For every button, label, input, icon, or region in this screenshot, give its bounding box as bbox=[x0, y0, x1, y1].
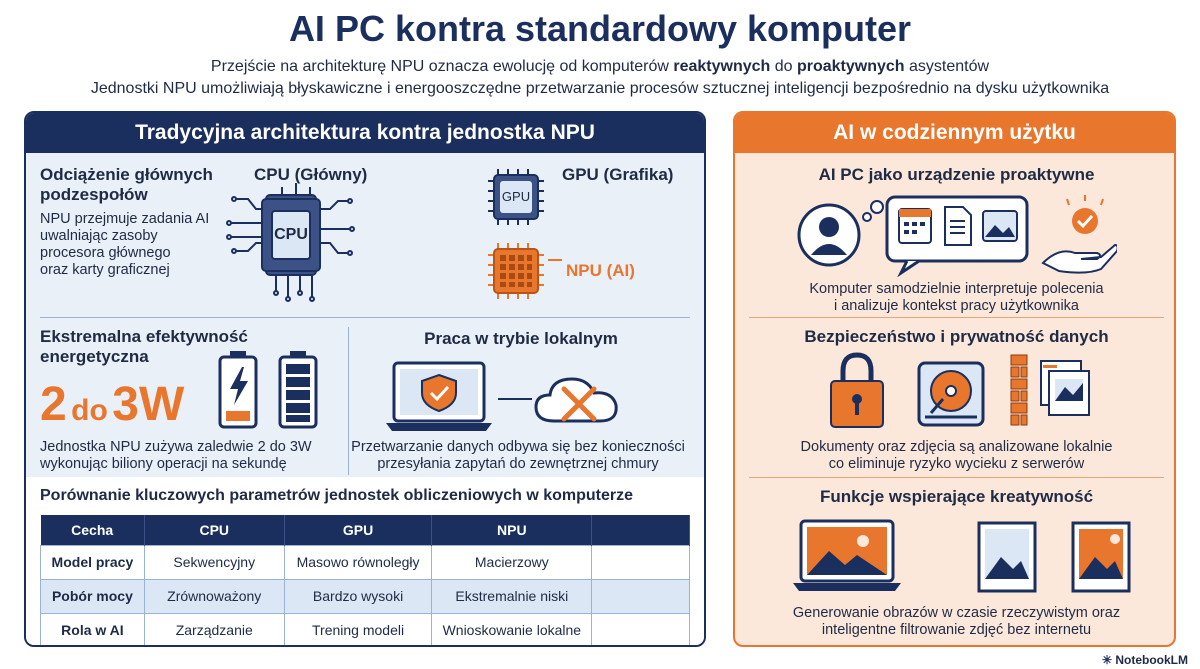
table-cell: Zarządzanie bbox=[143, 612, 285, 645]
efficiency-big-unit: 3W bbox=[112, 378, 185, 431]
subtitle-text: asystentów bbox=[904, 58, 990, 75]
creative-text: Generowanie obrazów w czasie rzeczywisty… bbox=[735, 605, 1174, 639]
creative-heading: Funkcje wspierające kreatywność bbox=[819, 487, 1094, 506]
offload-text-line: oraz karty graficznej bbox=[40, 262, 170, 278]
creative-icons bbox=[793, 519, 1131, 593]
table-header-cell: CPU bbox=[144, 515, 285, 545]
efficiency-heading: Ekstremalna efektywność energetyczna bbox=[40, 327, 248, 367]
table-cell bbox=[591, 544, 690, 580]
page-title: AI PC kontra standardowy komputer bbox=[288, 8, 912, 49]
table-title: Porównanie kluczowych parametrów jednost… bbox=[40, 487, 634, 504]
security-text: Dokumenty oraz zdjęcia są analizowane lo… bbox=[735, 439, 1174, 473]
table-cell bbox=[591, 612, 690, 645]
offload-heading: Odciążenie głównych podzespołów bbox=[40, 165, 213, 205]
security-text-line: co eliminuje ryzyko wycieku z serwerów bbox=[828, 456, 1085, 472]
gpu-label: GPU (Grafika) bbox=[562, 165, 674, 184]
subtitle-text: Przejście na architekturę NPU oznacza ew… bbox=[210, 58, 674, 75]
table-cell: Sekwencyjny bbox=[143, 544, 285, 580]
table-cell: Wnioskowanie lokalne bbox=[431, 612, 593, 645]
proactive-text-line: Komputer samodzielnie interpretuje polec… bbox=[809, 281, 1104, 297]
offload-heading-line: Odciążenie głównych bbox=[40, 165, 213, 184]
cpu-label: CPU (Główny) bbox=[254, 165, 368, 184]
gpu-chip-icon bbox=[488, 169, 544, 225]
offload-text-line: procesora głównego bbox=[40, 245, 171, 261]
notebooklm-logo: ✳ NotebookLM bbox=[1102, 653, 1188, 667]
efficiency-text-line: wykonując biliony operacji na sekundę bbox=[40, 456, 287, 472]
notebooklm-logo-text: NotebookLM bbox=[1115, 653, 1188, 667]
table-header-cell: Cecha bbox=[40, 515, 145, 545]
efficiency-heading-line: energetyczna bbox=[40, 347, 149, 366]
local-processing-icons bbox=[386, 361, 618, 431]
cpu-chip-icon bbox=[226, 183, 355, 302]
table-row: Rola w AI Zarządzanie Trening modeli Wni… bbox=[40, 612, 690, 645]
section-divider bbox=[348, 327, 349, 475]
proactive-text-line: i analizuje kontekst pracy użytkownika bbox=[833, 298, 1079, 314]
left-panel: Tradycyjna architektura kontra jednostka… bbox=[24, 111, 706, 647]
table-cell: Model pracy bbox=[40, 544, 145, 580]
local-text-line: Przetwarzanie danych odbywa się bez koni… bbox=[351, 439, 685, 455]
efficiency-text: Jednostka NPU zużywa zaledwie 2 do 3W wy… bbox=[40, 439, 312, 473]
table-header-cell: NPU bbox=[431, 515, 593, 545]
battery-icons bbox=[218, 351, 318, 429]
table-cell: Masowo równoległy bbox=[283, 544, 433, 580]
efficiency-text-line: Jednostka NPU zużywa zaledwie 2 do 3W bbox=[40, 439, 312, 455]
subtitle-bold-proactive: proaktywnych bbox=[796, 58, 905, 75]
security-heading: Bezpieczeństwo i prywatność danych bbox=[804, 327, 1109, 346]
proactive-heading: AI PC jako urządzenie proaktywne bbox=[818, 165, 1095, 184]
efficiency-big-word: do bbox=[71, 394, 108, 427]
section-divider bbox=[749, 477, 1164, 478]
local-heading: Praca w trybie lokalnym bbox=[424, 329, 618, 348]
local-text: Przetwarzanie danych odbywa się bez koni… bbox=[348, 439, 688, 473]
table-header-cell bbox=[591, 515, 690, 545]
efficiency-big-value: 2 do 3W bbox=[40, 377, 184, 432]
subtitle-line-2: Jednostki NPU umożliwiają błyskawiczne i… bbox=[90, 80, 1110, 97]
offload-text: NPU przejmuje zadania AI uwalniając zaso… bbox=[40, 211, 209, 279]
security-icons bbox=[830, 352, 1090, 428]
table-cell: Macierzowy bbox=[431, 544, 593, 580]
gpu-chip-label: GPU bbox=[501, 189, 531, 204]
offload-text-line: NPU przejmuje zadania AI bbox=[40, 211, 210, 227]
subtitle-bold-reactive: reaktywnych bbox=[673, 58, 771, 75]
npu-connector bbox=[548, 259, 562, 261]
table-row: Model pracy Sekwencyjny Masowo równoległ… bbox=[40, 544, 690, 580]
table-header-row: Cecha CPU GPU NPU bbox=[40, 515, 690, 545]
offload-heading-line: podzespołów bbox=[40, 185, 148, 204]
table-cell: Rola w AI bbox=[40, 612, 145, 645]
section-divider bbox=[40, 317, 690, 318]
table-cell bbox=[591, 578, 690, 614]
offload-text-line: uwalniając zasoby bbox=[40, 228, 158, 244]
security-text-line: Dokumenty oraz zdjęcia są analizowane lo… bbox=[800, 439, 1113, 455]
efficiency-heading-line: Ekstremalna efektywność bbox=[40, 327, 248, 346]
npu-chip-icon bbox=[488, 243, 544, 299]
table-cell: Trening modeli bbox=[283, 612, 433, 645]
section-divider bbox=[749, 317, 1164, 318]
table-cell: Bardzo wysoki bbox=[283, 578, 433, 614]
table-header-cell: GPU bbox=[284, 515, 433, 545]
table-cell: Zrównoważony bbox=[143, 578, 285, 614]
left-panel-header: Tradycyjna architektura kontra jednostka… bbox=[26, 113, 704, 153]
npu-label: NPU (AI) bbox=[566, 261, 635, 280]
right-panel: AI w codziennym użytku AI PC jako urządz… bbox=[733, 111, 1176, 647]
table-cell: Pobór mocy bbox=[40, 578, 145, 614]
cpu-chip-label: CPU bbox=[274, 226, 308, 243]
proactive-text: Komputer samodzielnie interpretuje polec… bbox=[735, 281, 1174, 315]
right-panel-header: AI w codziennym użytku bbox=[735, 113, 1174, 153]
subtitle-text: do bbox=[770, 58, 797, 75]
notebooklm-logo-icon: ✳ bbox=[1101, 653, 1116, 667]
subtitle-line-1: Przejście na architekturę NPU oznacza ew… bbox=[0, 58, 1200, 76]
local-text-line: przesyłania zapytań do zewnętrznej chmur… bbox=[377, 456, 659, 472]
table-row: Pobór mocy Zrównoważony Bardzo wysoki Ek… bbox=[40, 578, 690, 614]
creative-text-line: Generowanie obrazów w czasie rzeczywisty… bbox=[792, 605, 1121, 621]
efficiency-big-number: 2 bbox=[40, 378, 67, 431]
proactive-assistant-icons bbox=[797, 195, 1117, 277]
comparison-table: Cecha CPU GPU NPU Model pracy Sekwencyjn… bbox=[40, 515, 690, 645]
creative-text-line: inteligentne filtrowanie zdjęć bez inter… bbox=[821, 622, 1092, 638]
table-cell: Ekstremalnie niski bbox=[431, 578, 593, 614]
